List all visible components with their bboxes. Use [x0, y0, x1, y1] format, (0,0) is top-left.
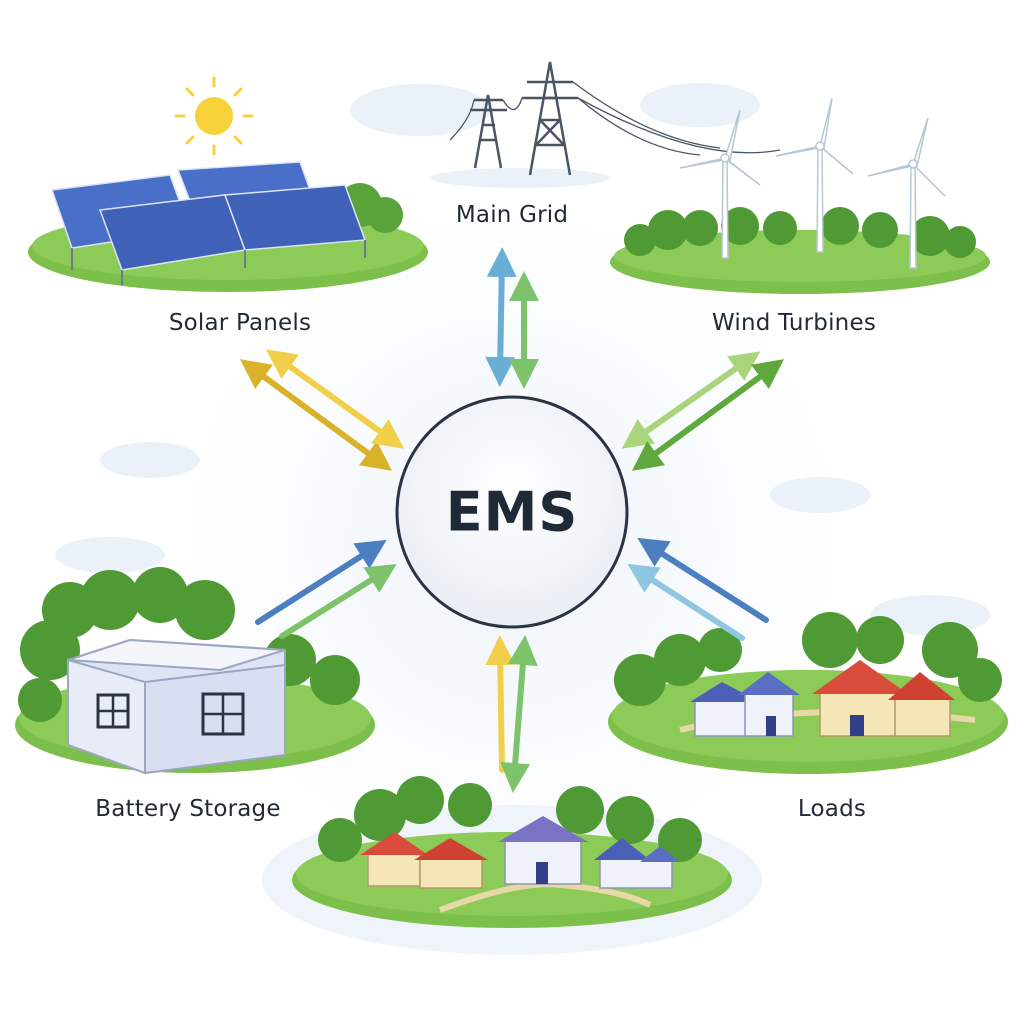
ems-hub-circle: [395, 395, 629, 629]
house-icon: [498, 816, 588, 885]
arrow-grid-ems: [485, 247, 517, 387]
main-grid-label: Main Grid: [455, 202, 569, 228]
arrow-village-ems: [485, 635, 516, 773]
sun-icon: [174, 76, 254, 156]
arrow-loads-ems: [627, 563, 745, 641]
wind-turbines-illustration: [610, 97, 990, 294]
power-lines: [449, 81, 781, 156]
arrow-wind-ems: [631, 359, 785, 471]
arrow-battery-ems: [255, 539, 387, 625]
wind-turbines-label: Wind Turbines: [711, 310, 877, 336]
wind-turbine-icon: [679, 97, 946, 269]
arrow-loads-ems: [637, 537, 769, 623]
flow-arrows: [239, 247, 785, 793]
loads-label: Loads: [797, 796, 867, 822]
battery-storage-label: Battery Storage: [95, 796, 281, 822]
solar-panels-label: Solar Panels: [168, 310, 312, 336]
loads-illustration: [608, 612, 1008, 774]
village-illustration: [262, 776, 762, 955]
house-icon: [594, 838, 680, 889]
house-icon: [360, 832, 488, 889]
battery-storage-illustration: [15, 567, 375, 775]
house-icon: [690, 672, 800, 737]
solar-panel-icon: [50, 161, 367, 271]
transmission-tower-icon: [470, 61, 578, 176]
main-grid-illustration: [430, 61, 781, 188]
arrow-solar-ems: [265, 349, 405, 449]
house-icon: [812, 660, 955, 737]
ems-hub-label: EMS: [445, 480, 579, 544]
arrow-battery-ems: [279, 564, 397, 639]
solar-panels-illustration: [28, 76, 428, 292]
cloud-decoration: [55, 83, 990, 635]
battery-container-icon: [67, 638, 286, 775]
arrow-village-ems: [500, 635, 538, 793]
